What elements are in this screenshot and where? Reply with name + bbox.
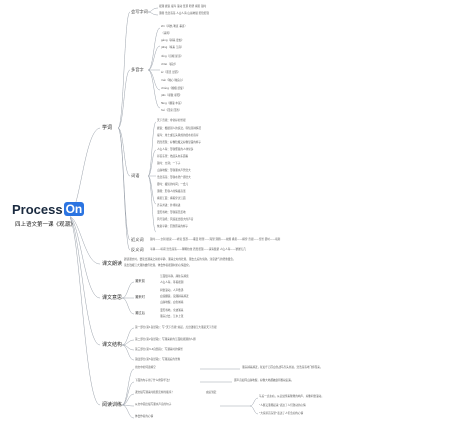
vocab-item: 漫天卷地：形容铺天盖地: [157, 211, 186, 214]
vocab-item: 山崩地裂：形容潮水声势浩大: [157, 169, 191, 172]
read-text-line-2: 读出钱塘江大潮的雄伟壮观，体会作者观潮时的心情变化。: [124, 264, 192, 267]
reading-question[interactable]: 体会作者的心情: [135, 415, 154, 418]
reading-answer: 由远到近: [206, 391, 217, 394]
node-vocab[interactable]: 词语: [131, 173, 140, 178]
write-row-2: 沸腾 浩浩荡荡 人山人海 山崩地裂 若隐若现: [159, 12, 209, 15]
structure-part: 第三部分(第3-4自然段)：写潮来时的情景: [135, 348, 183, 351]
reading-question[interactable]: 下面的句子用了什么修辞手法？: [135, 379, 172, 382]
reading-item: cháng（嫦娥 凯旋）: [161, 87, 186, 90]
root-node[interactable]: Process On 四上语文第一课《观潮》: [10, 200, 85, 232]
antonyms-text: 平静——喧闹 浩浩荡荡——稀稀拉拉 若隐若现——清清楚楚 人山人海——寥寥无几: [150, 248, 246, 251]
structure-part: 第一部分(第1自然段)：写“天下奇观”总起，点出钱塘江大潮是天下奇观: [135, 326, 217, 329]
meaning-node[interactable]: 潮过后: [135, 311, 145, 315]
reading-item: huí（回家 回答）: [161, 109, 182, 112]
branch-reading[interactable]: 阅读训练: [102, 402, 123, 408]
reading-item: dǐng（顶端 屋顶）: [161, 55, 184, 58]
node-antonyms[interactable]: 反义词: [131, 247, 144, 252]
write-row-1: 观潮 据说 堤岸 滚动 笼罩 盼望 横贯 顿时: [159, 5, 207, 8]
processon-logo: Process On: [12, 201, 85, 217]
meaning-item: 闷雷滚动，人声鼎沸: [160, 289, 184, 292]
reading-item: ér（而且 然而）: [161, 71, 181, 74]
vocab-item: 恢复平静：回到原来的样子: [157, 225, 189, 228]
vocab-item: 齐头并进：并排前进: [157, 204, 181, 207]
vocab-item: 风号浪吼：风浪发出很大的声音: [157, 218, 194, 221]
reading-answer: “大家昂首东望”表达了人们急切的心情: [259, 412, 304, 415]
branch-read-text[interactable]: 课文朗读: [102, 261, 123, 267]
logo-accent: On: [63, 202, 85, 216]
reading-item: mèi（昧心 昧良心）: [161, 79, 185, 82]
reading-item: fēng（翻滚 丰富）: [161, 102, 184, 105]
vocab-item: 横贯江面：横着穿过江面: [157, 197, 186, 200]
meaning-item: 漫天卷地，余波涌来: [160, 309, 184, 312]
meaning-item: 江面很平静，越往东越宽: [160, 275, 189, 278]
reading-item: jiāng（将来 江南）: [161, 46, 184, 49]
node-readings[interactable]: 多音字: [131, 67, 144, 72]
node-write-words[interactable]: 会写字词: [131, 9, 148, 14]
vocab-item: 昂首东望：抬起头向东面看: [157, 155, 189, 158]
vocab-item: 若隐若现：好像隐藏又好像显露的样子: [157, 141, 202, 144]
reading-answer: 那声音如同山崩地裂，好像大地都被震得颤动起来。: [234, 379, 294, 382]
reading-answer: 潮头越来越近，犹如千万匹白色战马齐头并进，浩浩荡荡地飞奔而来。: [242, 366, 323, 369]
meaning-item: 白浪翻滚，浪潮越来越近: [160, 295, 189, 298]
structure-part: 第四部分(第5自然段)：写潮退后的景象: [135, 358, 181, 361]
reading-item: jiāo（骄傲 骄阳）: [161, 94, 183, 97]
meaning-item: 潮头过去，江水上涨: [160, 315, 184, 318]
reading-question[interactable]: 用文中的词语填空: [135, 366, 156, 369]
vocab-item: 据说：根据别人的说法，得知某种情况: [157, 127, 202, 130]
root-title: 四上语文第一课《观潮》: [15, 222, 76, 228]
branch-study[interactable]: 学词: [102, 125, 113, 131]
vocab-item: 沸腾：形容人的情绪高涨: [157, 190, 186, 193]
meaning-node[interactable]: 潮来时: [135, 295, 145, 299]
vocab-item: 顿时：立刻；一下子: [157, 162, 181, 165]
node-synonyms[interactable]: 近义词: [131, 237, 144, 242]
vocab-item: 天下奇观：非常好的景观: [157, 119, 186, 122]
reading-question[interactable]: 从文中画出描写潮水声音的句子: [135, 403, 172, 406]
synonyms-text: 顿时——立刻 据说——听说 笼罩——覆盖 盼望——渴望 沸腾——欢腾 横贯——横…: [150, 238, 281, 241]
reading-item: zhi（闷热 笔直 垂直）: [161, 25, 188, 28]
reading-item: chāo（超过）: [161, 63, 178, 66]
read-text-line-1: 朗读课文时，要读出潮来之前的平静、潮来之时的壮观、潮去之后的余韵。注意语气的轻重…: [124, 258, 236, 261]
reading-item: gèng（越来 更加）: [161, 39, 184, 42]
meaning-node[interactable]: 潮来前: [135, 279, 145, 283]
structure-part: 第二部分(第2自然段)：写潮来前的江面和观潮的人群: [135, 338, 196, 341]
reading-question[interactable]: 课文描写潮来时按照怎样的顺序？: [135, 391, 174, 394]
reading-answer: “人群又沸腾起来”表达了人们激动的心情: [259, 404, 306, 407]
logo-text: Process: [12, 201, 63, 217]
vocab-item: 霎时：极短的时间；一会儿: [157, 183, 189, 186]
branch-structure[interactable]: 课文结构: [102, 342, 123, 348]
connector-lines: [67, 7, 259, 419]
branch-text-meaning[interactable]: 课文意思: [102, 295, 123, 301]
reading-answer: 午后一点左右，从远处传来隆隆的响声，好像闷雷滚动。: [259, 395, 324, 398]
reading-item: （清闲）: [161, 32, 172, 35]
meaning-item: 山崩地裂，白色城墙: [160, 301, 184, 304]
vocab-item: 人山人海：形容聚集的人非常多: [157, 148, 194, 151]
meaning-item: 人山人海，等着观潮: [160, 281, 184, 284]
vocab-item: 浩浩荡荡：形容水势广阔壮大: [157, 176, 191, 179]
vocab-item: 堤岸：用土或石头筑成的挡水的高岸: [157, 134, 199, 137]
